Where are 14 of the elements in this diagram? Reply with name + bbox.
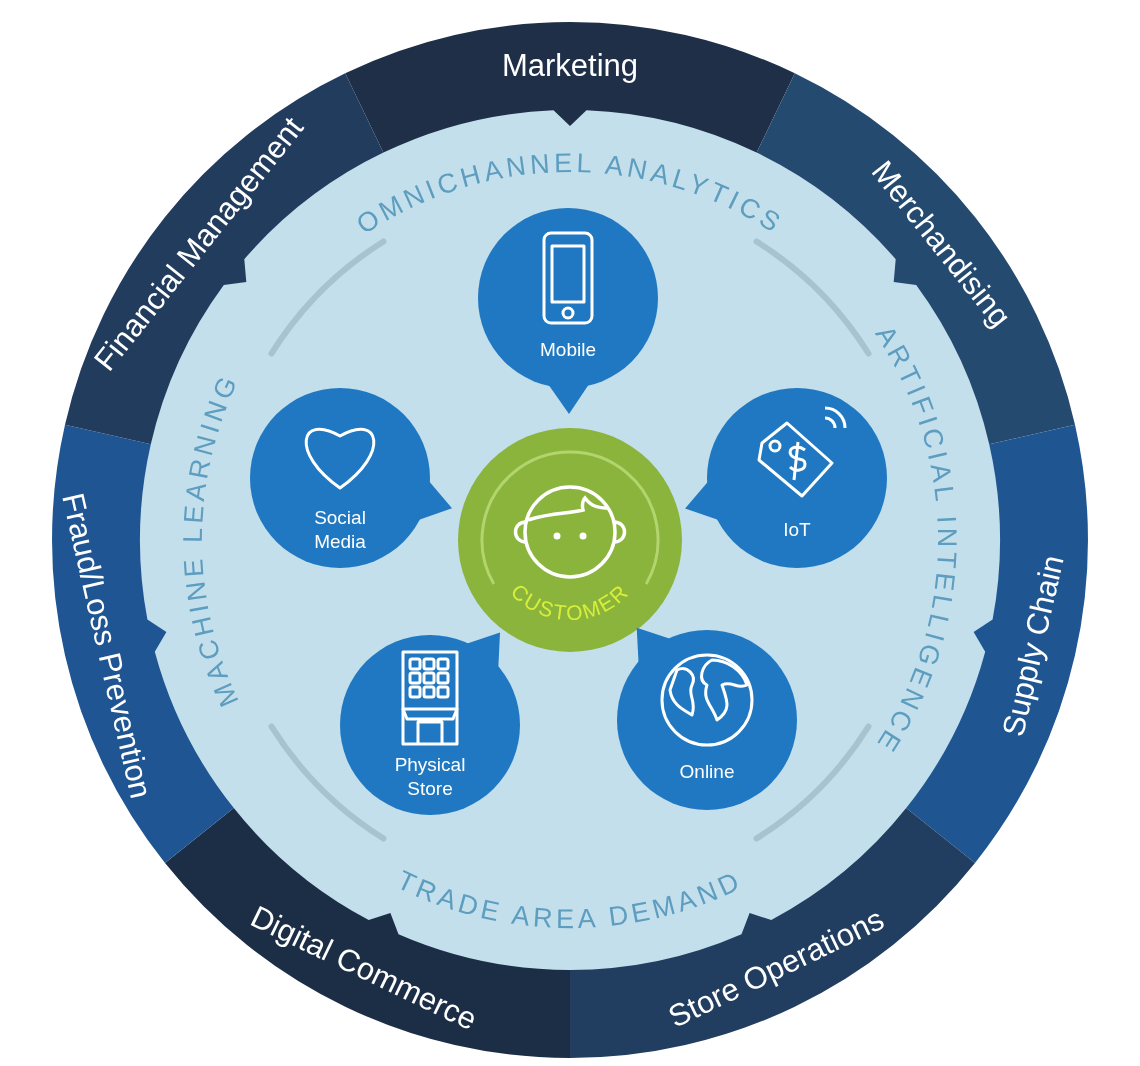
segment-label: Fraud/Loss Prevention	[55, 489, 159, 802]
ring-segment	[345, 23, 795, 153]
customer-badge	[458, 428, 682, 652]
bubble-label: IoT	[783, 519, 811, 540]
speech-bubble	[617, 627, 797, 810]
bubble-label: Mobile	[540, 339, 596, 360]
segment-label: Marketing	[501, 47, 639, 83]
speech-bubble	[250, 388, 452, 568]
segment-label: Supply Chain	[995, 551, 1071, 740]
bubble-label: Social Media	[314, 507, 366, 552]
speech-bubble	[340, 632, 520, 815]
bubble-label: Physical Store	[394, 754, 466, 799]
bubble-label: Online	[679, 761, 735, 782]
customer-label: CUSTOMER	[506, 579, 634, 625]
